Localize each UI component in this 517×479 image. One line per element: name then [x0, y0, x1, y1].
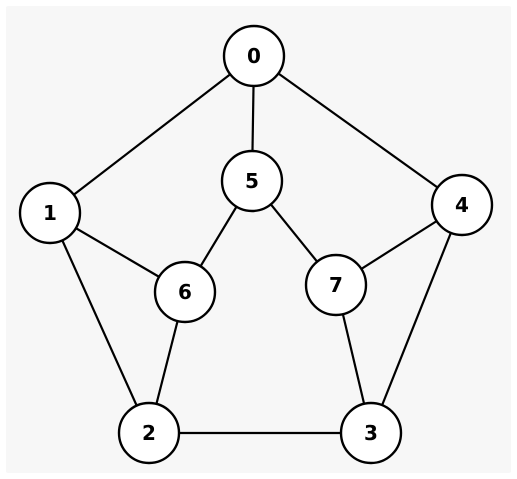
- node-label-0: 0: [247, 44, 261, 68]
- node-5: 5: [220, 149, 284, 213]
- node-label-7: 7: [329, 273, 343, 297]
- node-circle-4: [430, 173, 494, 237]
- node-6: 6: [153, 260, 217, 324]
- edge-0-4: [253, 55, 463, 206]
- node-3: 3: [339, 401, 403, 465]
- node-label-2: 2: [142, 421, 156, 445]
- node-label-3: 3: [364, 421, 378, 445]
- edges-layer: [48, 55, 464, 435]
- node-4: 4: [430, 173, 494, 237]
- node-circle-2: [117, 401, 181, 465]
- node-0: 0: [222, 24, 286, 88]
- node-label-4: 4: [455, 193, 469, 217]
- node-circle-6: [153, 260, 217, 324]
- edge-1-2: [48, 212, 151, 434]
- node-label-1: 1: [43, 201, 57, 225]
- edge-4-3: [369, 204, 464, 434]
- node-circle-3: [339, 401, 403, 465]
- node-2: 2: [117, 401, 181, 465]
- node-label-6: 6: [178, 280, 192, 304]
- node-circle-0: [222, 24, 286, 88]
- node-label-5: 5: [245, 169, 259, 193]
- node-7: 7: [304, 253, 368, 317]
- edge-0-1: [49, 55, 255, 214]
- node-circle-1: [18, 181, 82, 245]
- node-circle-7: [304, 253, 368, 317]
- node-1: 1: [18, 181, 82, 245]
- nodes-layer: 0 1 2 3 4 5 6 7: [18, 24, 494, 465]
- node-circle-5: [220, 149, 284, 213]
